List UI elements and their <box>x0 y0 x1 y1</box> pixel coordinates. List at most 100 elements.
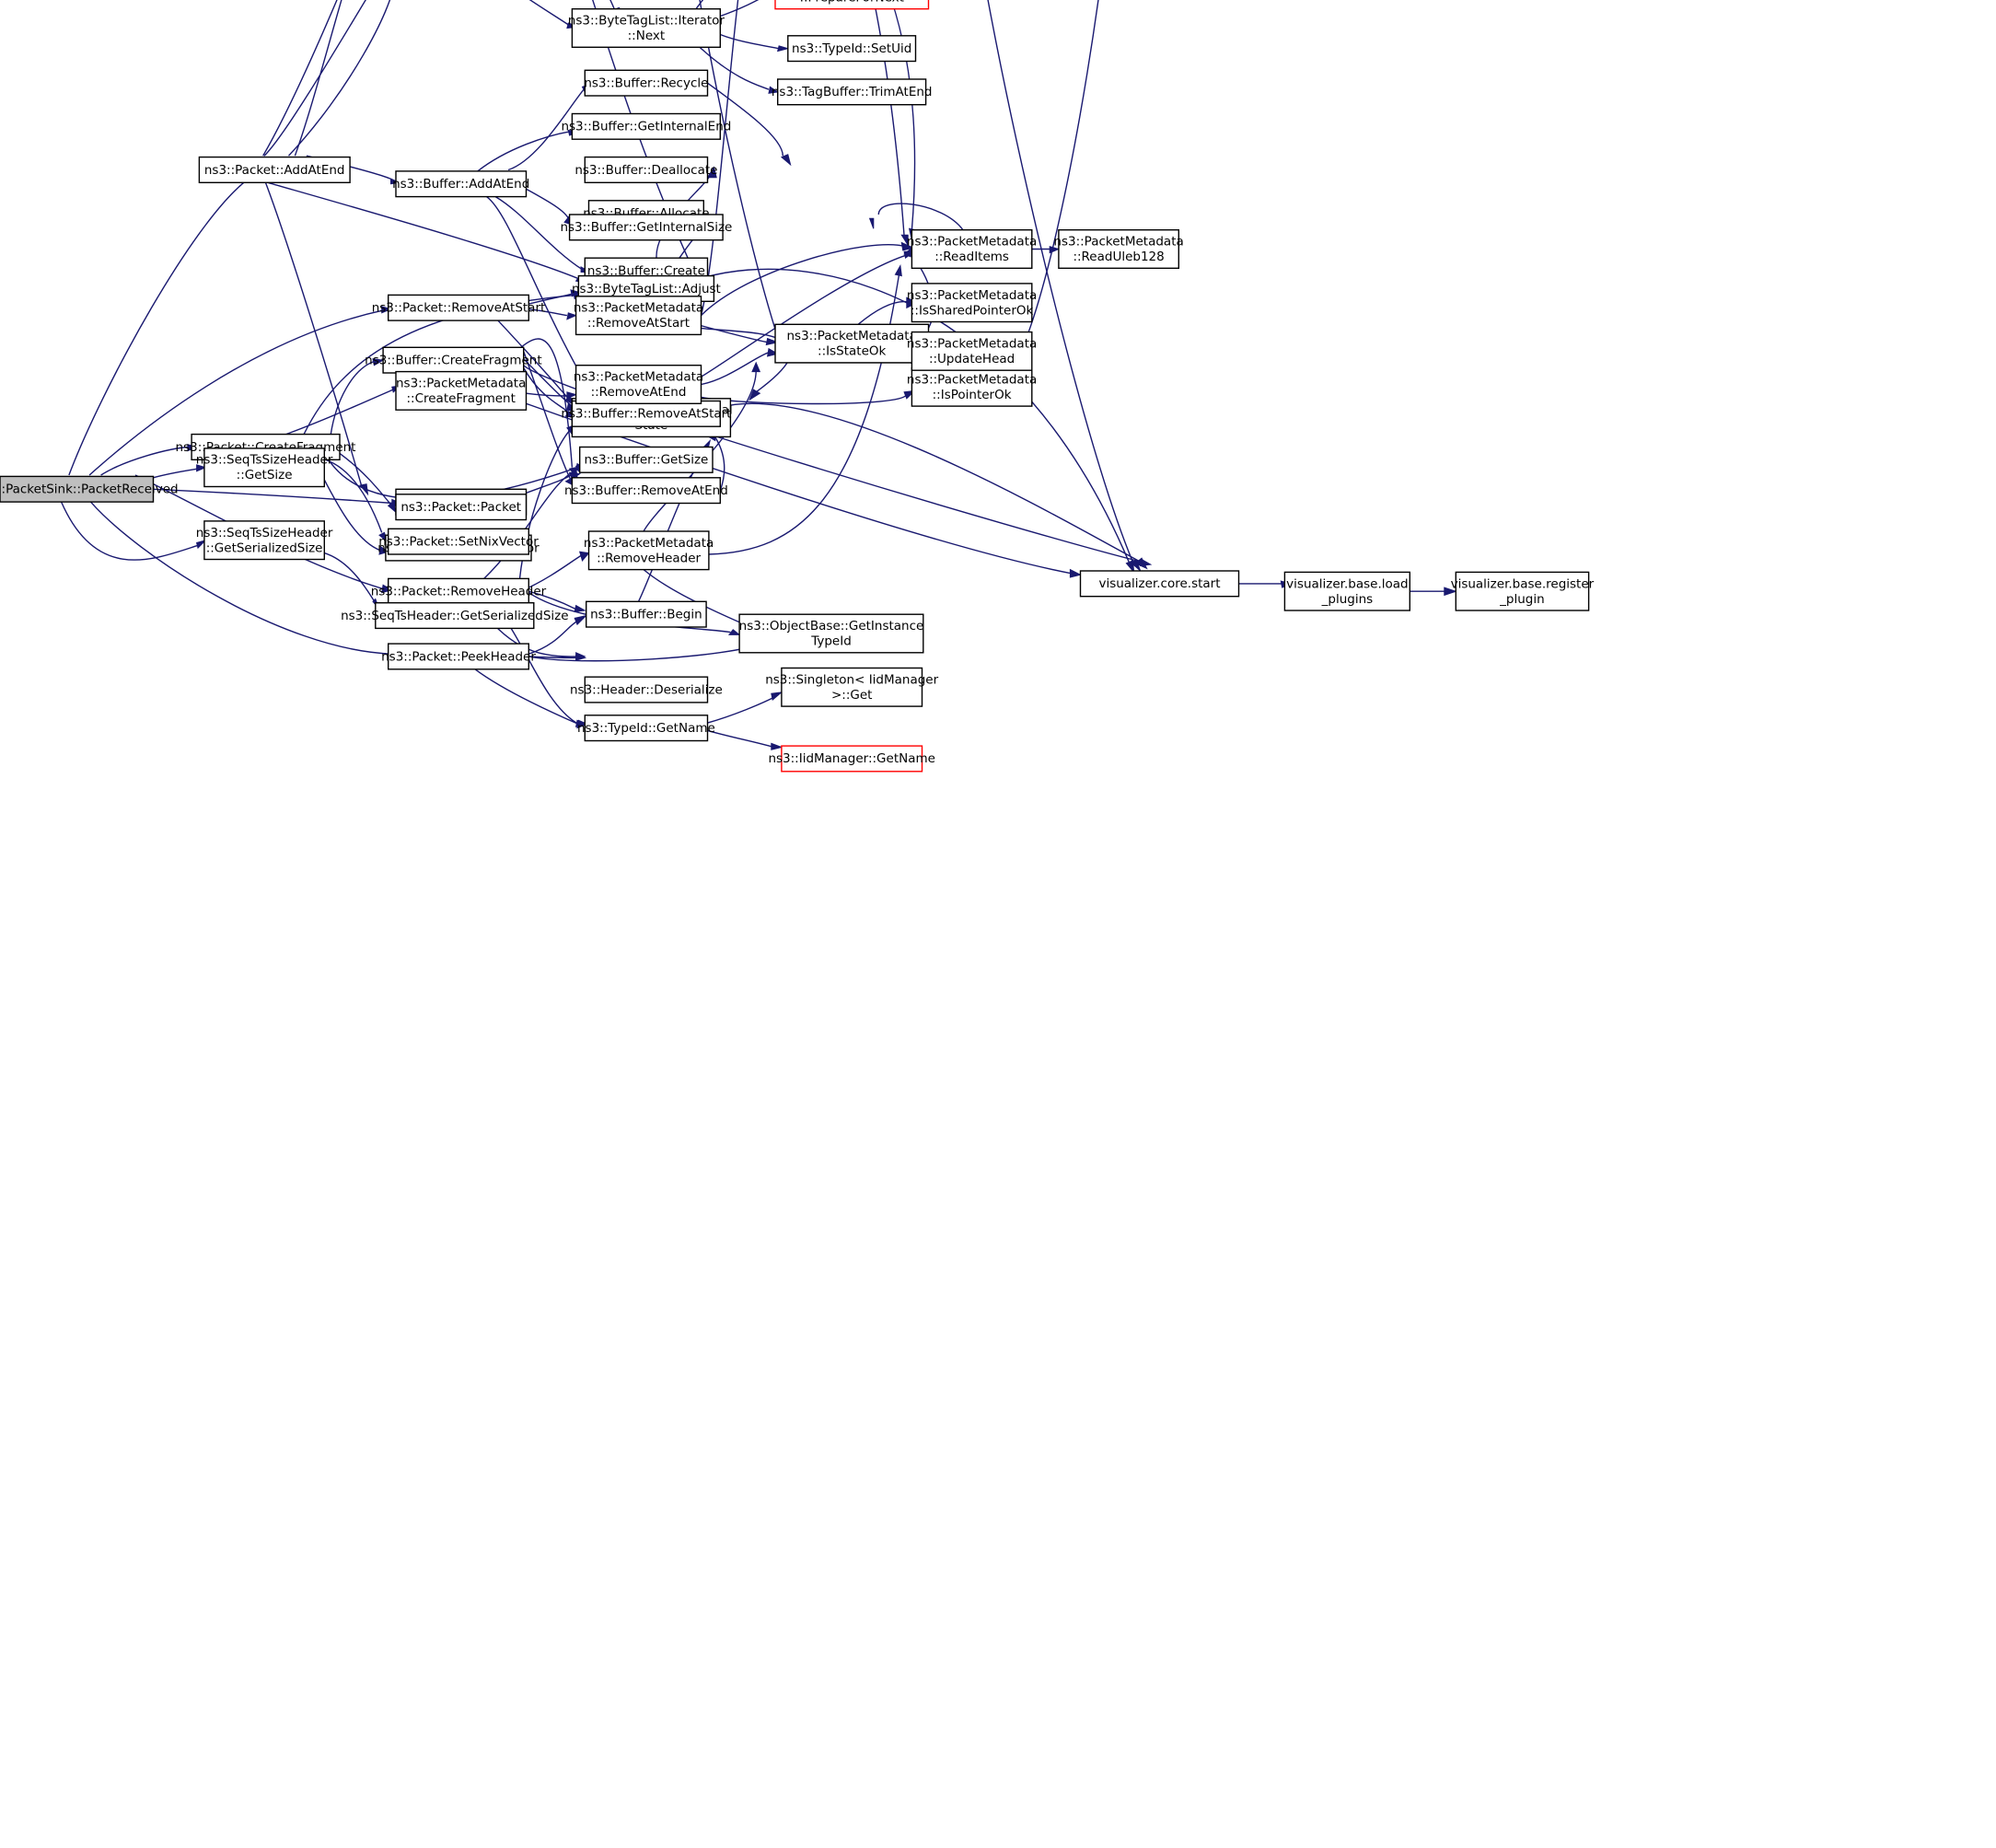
node-box <box>0 475 155 503</box>
function-node-n52[interactable]: ns3::PacketMetadata::UpdateHead <box>907 331 1037 371</box>
function-node-n42[interactable]: ns3::PacketMetadata::ReadItems <box>907 228 1037 269</box>
node-label: ns3::Buffer::GetSize <box>584 453 708 468</box>
edge-line <box>339 452 392 506</box>
function-node-n50[interactable]: ns3::PacketMetadata::CreateFragment <box>395 370 528 411</box>
node-box <box>911 331 1033 371</box>
edge-line <box>285 389 394 436</box>
call-edge-n53-n33 <box>700 0 739 316</box>
function-node-n39[interactable]: ns3::PacketMetadata::IsStateOk <box>774 323 930 364</box>
function-node-n25[interactable]: ns3::ByteTagList::Iterator::PrepareForNe… <box>773 0 931 10</box>
edge-arrowhead <box>575 652 586 661</box>
edge-line <box>700 0 739 316</box>
edge-arrowhead <box>900 241 915 251</box>
function-node-n16[interactable]: visualizer.base.register_plugin <box>1451 571 1595 611</box>
call-edge-n24-n25 <box>718 0 760 17</box>
function-node-n26[interactable]: ns3::TypeId::SetUid <box>787 35 917 63</box>
node-box <box>203 447 325 488</box>
node-label: ns3::PacketMetadata <box>907 337 1037 352</box>
function-nodes: ns3::PacketSink::PacketReceivedns3::Pack… <box>0 0 1595 773</box>
node-label: ::RemoveHeader <box>597 551 701 565</box>
node-label: ns3::TagBuffer::TrimAtEnd <box>772 85 933 99</box>
function-node-n55[interactable]: ns3::Packet::Packet <box>395 494 528 521</box>
node-box <box>586 600 707 628</box>
function-node-n8[interactable]: ns3::Buffer::GetInternalSize <box>560 214 732 241</box>
edge-line <box>592 0 697 276</box>
node-label: ns3::Singleton< IidManager <box>765 672 938 687</box>
node-label: ::IsPointerOk <box>933 388 1012 402</box>
function-node-n69[interactable]: ns3::SeqTsSizeHeader::GetSize <box>196 447 333 488</box>
function-node-n40[interactable]: ns3::PacketMetadata::IsPointerOk <box>907 366 1037 407</box>
node-label: ns3::Buffer::Recycle <box>584 76 708 91</box>
function-node-n43[interactable]: ns3::PacketMetadata::ReadUleb128 <box>1053 228 1184 269</box>
node-box <box>584 69 709 97</box>
function-node-n65[interactable]: ns3::Packet::RemoveHeader <box>371 577 547 605</box>
function-node-n2[interactable]: ns3::Buffer::AddAtEnd <box>392 170 529 198</box>
node-box <box>781 745 923 773</box>
function-node-n31[interactable]: ns3::Buffer::GetSize <box>579 446 714 473</box>
function-node-n47[interactable]: ns3::Buffer::CreateFragment <box>365 346 542 374</box>
function-node-n61[interactable]: ns3::TypeId::GetName <box>577 715 715 742</box>
function-node-n53[interactable]: ns3::PacketMetadata::RemoveAtStart <box>574 296 703 336</box>
node-box <box>395 170 528 198</box>
node-label: ::GetSerializedSize <box>206 540 323 555</box>
function-node-n64[interactable]: ns3::Packet::RemoveAtStart <box>372 294 546 321</box>
edge-line <box>707 82 783 157</box>
edge-arrowhead <box>900 234 909 248</box>
function-node-n15[interactable]: visualizer.base.load_plugins <box>1283 571 1411 611</box>
function-node-n56[interactable]: ns3::Packet::SetNixVector <box>378 528 539 555</box>
edge-line <box>701 352 770 386</box>
edge-line <box>526 402 1072 575</box>
function-node-n57[interactable]: ns3::Packet::PeekHeader <box>381 643 536 670</box>
function-node-n59[interactable]: ns3::Header::Deserialize <box>570 676 723 703</box>
edge-line <box>262 0 338 157</box>
call-edge-n0-n1 <box>68 169 264 476</box>
node-label: ns3::TypeId::GetName <box>577 721 715 736</box>
edge-line <box>707 729 774 749</box>
function-node-n27[interactable]: ns3::TagBuffer::TrimAtEnd <box>772 78 933 106</box>
node-label: ::PrepareForNext <box>799 0 904 5</box>
node-label: ns3::IidManager::GetName <box>768 751 935 766</box>
node-box <box>911 283 1033 323</box>
edge-arrowhead <box>765 337 780 346</box>
edge-line <box>890 0 916 230</box>
function-node-n68[interactable]: ns3::SeqTsHeader::GetSerializedSize <box>341 602 569 630</box>
node-box <box>574 296 702 336</box>
function-node-n0[interactable]: ns3::PacketSink::PacketReceived <box>0 475 179 503</box>
edge-line <box>699 46 770 90</box>
function-node-n51[interactable]: ns3::PacketMetadata::RemoveAtEnd <box>574 365 703 405</box>
function-node-n62[interactable]: ns3::IidManager::GetName <box>768 745 935 773</box>
edge-line <box>520 338 574 468</box>
edge-arrowhead <box>777 45 790 52</box>
node-label: ns3::Buffer::GetInternalSize <box>560 220 732 235</box>
edge-line <box>89 501 392 655</box>
node-label: ns3::Packet::Packet <box>400 500 521 515</box>
function-node-n49[interactable]: ns3::Buffer::RemoveAtStart <box>561 400 731 427</box>
node-label: ::IsSharedPointerOk <box>911 303 1034 318</box>
node-label: ns3::PacketMetadata <box>907 288 1037 303</box>
function-node-n9[interactable]: ns3::Buffer::Recycle <box>584 69 709 97</box>
function-node-n6[interactable]: ns3::Buffer::Deallocate <box>574 156 717 184</box>
function-node-n67[interactable]: ns3::SeqTsSizeHeader::GetSerializedSize <box>196 520 333 561</box>
function-node-n48[interactable]: ns3::Buffer::RemoveAtEnd <box>564 477 728 505</box>
call-edge-n46-n47 <box>330 358 385 435</box>
function-node-n58[interactable]: ns3::Buffer::Begin <box>586 600 707 628</box>
edge-arrowhead <box>381 306 393 314</box>
node-box <box>787 35 917 63</box>
edge-arrowhead <box>1140 558 1153 567</box>
edge-line <box>701 243 906 317</box>
function-node-n66[interactable]: ns3::PacketMetadata::RemoveHeader <box>584 530 714 571</box>
function-node-n7[interactable]: ns3::Buffer::GetInternalEnd <box>561 112 731 140</box>
edge-line <box>720 402 1142 563</box>
function-node-n24[interactable]: ns3::ByteTagList::Iterator::Next <box>568 7 725 48</box>
node-label: ::IsStateOk <box>818 344 886 359</box>
function-node-n14[interactable]: visualizer.core.start <box>1079 570 1240 598</box>
node-label: >::Get <box>831 688 872 703</box>
function-node-n1[interactable]: ns3::Packet::AddAtEnd <box>198 156 351 184</box>
node-label: ns3::Packet::SetNixVector <box>378 534 539 549</box>
function-node-n41[interactable]: ns3::PacketMetadata::IsSharedPointerOk <box>907 283 1037 323</box>
edge-line <box>707 696 774 724</box>
edge-arrowhead <box>728 629 741 635</box>
function-node-n63[interactable]: ns3::Singleton< IidManager >::Get <box>765 667 939 707</box>
